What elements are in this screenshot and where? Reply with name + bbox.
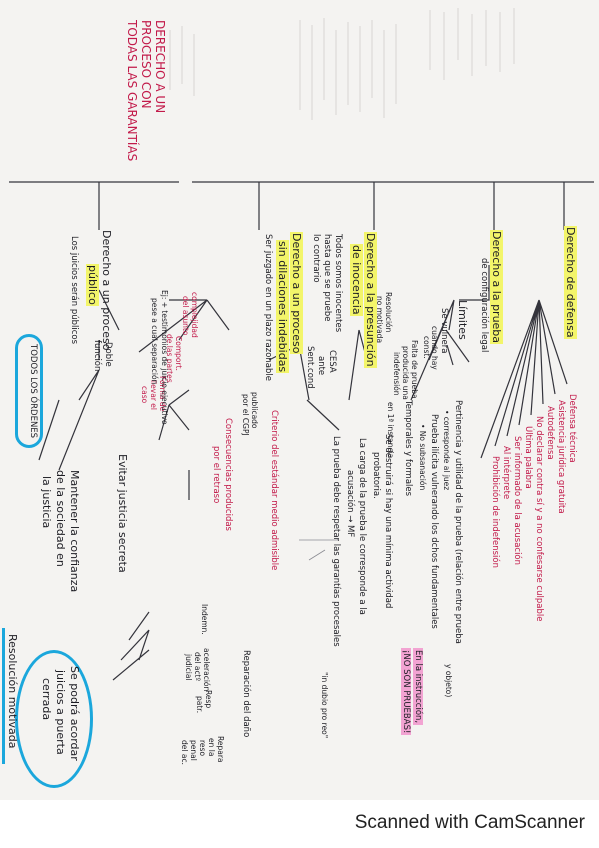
cesa-3: Sent.cond	[305, 346, 315, 389]
temporales: Temporales y formales	[403, 400, 413, 497]
defensa-item: Al intérprete	[501, 446, 511, 500]
instruccion-1: En la instrucción,	[413, 648, 423, 726]
presuncion-text-1: Todos somos inocentes	[333, 234, 343, 333]
defensa-item: Ser informado de la acusación	[512, 436, 522, 566]
juicios-publicos: Los juicios serán públicos	[69, 236, 79, 345]
forma-3: caso	[140, 386, 149, 404]
prueba-ilicita: Prueba ilícita vulnerando los dchos fund…	[429, 414, 439, 629]
publico-title-1: Derecho a un proceso	[100, 230, 113, 351]
criterio-estandar: Criterio del estándar medio admisible	[269, 410, 279, 571]
carga-prueba: La carga de la prueba le corresponde a l…	[357, 438, 367, 615]
prueba-subtitle: de configuración legal	[479, 258, 489, 353]
scanned-page: DERECHO A UN PROCESO CON TODAS LAS GARAN…	[0, 0, 599, 800]
resp-2: patr.	[195, 696, 204, 714]
ejemplo-1: Ej: + testimonios de juicio ejecutivo	[160, 290, 169, 425]
acordar-2: juicios a puerta	[54, 670, 67, 755]
defensa-item: Defensa técnica	[567, 394, 577, 463]
reparacion-dano: Reparación del daño	[241, 650, 251, 738]
defensa-item: Autodefensa	[545, 406, 555, 460]
confianza-3: la justicia	[40, 476, 53, 529]
connector-lines	[9, 181, 594, 681]
in-dubio: "in dubio pro reo"	[320, 672, 329, 739]
defensa-item: No declarar contra sí y a no confesarse …	[534, 416, 544, 622]
ejemplo-2: pese a cual separación	[150, 298, 159, 385]
aceleracion-2: del actº	[193, 652, 202, 682]
no-subsanacion: • No subsanación	[418, 424, 427, 491]
confianza-1: Mantener la confianza	[68, 470, 81, 593]
root-line-3: TODAS LAS GARANTÍAS	[125, 20, 139, 162]
aceleracion-3: judicial	[184, 654, 193, 681]
doble-funcion-1: Doble	[103, 342, 113, 367]
instruccion-2: ¡NO SON PRUEBAS!	[401, 648, 411, 736]
motivada-underline	[2, 628, 5, 764]
publico-title-2: público	[86, 264, 99, 306]
defensa-item: Asistencia jurídica gratuita	[556, 400, 566, 514]
complejidad-1: complejidad	[190, 292, 199, 338]
scanner-footer: Scanned with CamScanner	[0, 800, 599, 848]
falta-prueba-2: producida una	[401, 346, 410, 400]
resolucion-1: Resolución	[384, 292, 393, 333]
repara-1: Repara	[216, 736, 225, 763]
resp-1: Resp	[204, 690, 213, 709]
defensa-item: Prohibición de indefensión	[490, 456, 500, 569]
defensa-title: Derecho de defensa	[564, 226, 577, 339]
indemnizacion: Indemn.	[200, 604, 209, 635]
prueba-title: Derecho a la prueba	[490, 230, 503, 345]
respetar-garantias: La prueba debe respetar las garantías pr…	[331, 436, 341, 647]
todos-ordenes: TODOS LOS ÓRDENES	[28, 344, 38, 439]
presuncion-text-3: lo contrario	[311, 234, 321, 283]
probatoria: probatoria.	[371, 452, 381, 499]
minima-actividad: Se destruirá si hay una mínima actividad	[383, 434, 393, 609]
repara-3: reso	[198, 740, 207, 757]
cesa-1: CESA	[327, 350, 337, 373]
pertinencia-1: Pertinencia y utilidad de la prueba (rel…	[453, 400, 463, 644]
aceleracion-1: aceleración	[202, 648, 211, 692]
falta-prueba-3: indefensión	[392, 352, 401, 396]
complejidad-2: del asunto	[181, 296, 190, 336]
plazo-razonable: Ser juzgado en un plazo razonable	[263, 234, 273, 382]
publicado-1: publicado	[250, 392, 259, 429]
publicado-2: por el CGPJ	[241, 394, 250, 436]
acusacion-mf: acusación → MF	[345, 470, 355, 538]
mind-map: DERECHO A UN PROCESO CON TODAS LAS GARAN…	[2, 20, 594, 788]
evitar-justicia: Evitar justicia secreta	[116, 454, 129, 573]
repara-2: en la	[207, 738, 216, 757]
presuncion-text-2: hasta que se pruebe	[322, 234, 332, 322]
pertinencia-3: • corresponde al juez	[442, 410, 451, 491]
cesa-2: ante	[316, 356, 326, 376]
limites-label: Límites	[456, 300, 469, 340]
acordar-1: Se podrá acordar	[68, 666, 81, 761]
forma-2: llevar el	[149, 380, 158, 410]
falta-prueba-1: Falta de prueba	[410, 340, 419, 399]
resolucion-motivada: Resolución motivada	[6, 634, 19, 749]
root-line-2: PROCESO CON	[139, 20, 153, 109]
repara-5: del ac.	[180, 740, 189, 765]
defensa-item: Última palabra	[523, 426, 533, 489]
se-vulnera-label: Se vulnera	[439, 308, 449, 354]
dilaciones-title-1: Derecho a un proceso	[290, 232, 303, 355]
consecuencias-2: por el retraso	[211, 446, 221, 504]
const-label: const.	[422, 336, 431, 359]
comportamiento-1: Comport.	[174, 336, 183, 371]
doble-funcion-2: función	[92, 340, 102, 372]
root-line-1: DERECHO A UN	[153, 20, 167, 114]
dilaciones-title-2: sin dilaciones indebidas	[276, 240, 289, 374]
pertinencia-2: y objeto)	[444, 664, 453, 698]
camscanner-watermark: Scanned with CamScanner	[354, 812, 585, 833]
cuando-hay-label: cuando hay	[430, 326, 439, 370]
presuncion-title-2: de inocencia	[350, 244, 363, 316]
bleed-through	[169, 8, 515, 120]
consecuencias-1: Consecuencias producidas	[223, 418, 233, 531]
repara-4: penal	[189, 740, 198, 761]
confianza-2: de la sociedad en	[54, 470, 67, 567]
presuncion-title-1: Derecho a la presunción	[364, 232, 377, 368]
acordar-3: cerrada	[40, 678, 53, 721]
